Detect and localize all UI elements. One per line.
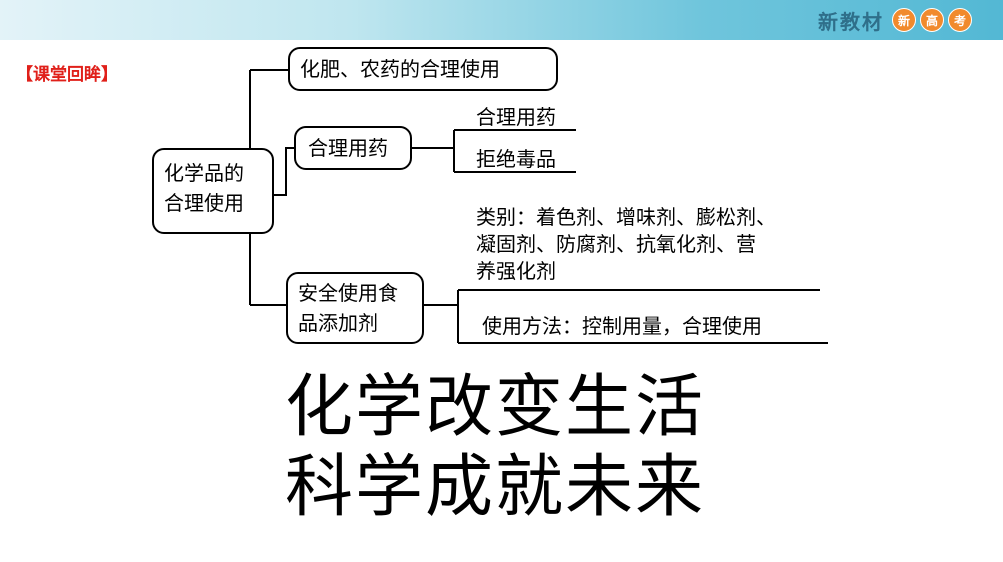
logo-badge-xin: 新	[892, 8, 916, 32]
logo-text: 新教材	[818, 9, 884, 34]
category-line-3: 养强化剂	[476, 259, 556, 283]
drugs-leaf-rational: 合理用药	[476, 105, 556, 129]
category-line-2: 凝固剂、防腐剂、抗氧化剂、营	[476, 232, 756, 256]
additives-line-1: 安全使用食	[298, 281, 398, 305]
category-line-1: 类别：着色剂、增味剂、膨松剂、	[476, 205, 776, 229]
banner-divider	[145, 40, 1003, 42]
section-tag: 【课堂回眸】	[16, 65, 118, 85]
branch-drugs-node: 合理用药	[294, 126, 412, 170]
root-line-1: 化学品的	[164, 161, 244, 185]
slogan-line-2: 科学成就未来	[285, 448, 706, 527]
top-banner	[0, 0, 1003, 40]
branch-additives-node: 安全使用食 品添加剂	[286, 272, 424, 344]
branch-fertilizer-node: 化肥、农药的合理使用	[288, 47, 558, 91]
logo-badge-kao: 考	[948, 8, 972, 32]
mindmap-root-node: 化学品的 合理使用	[152, 148, 274, 234]
logo-badge-gao: 高	[920, 8, 944, 32]
publisher-logo: 新教材 新 高 考	[818, 6, 972, 34]
additives-category: 类别：着色剂、增味剂、膨松剂、 凝固剂、防腐剂、抗氧化剂、营 养强化剂	[476, 204, 776, 285]
branch-fertilizer-label: 化肥、农药的合理使用	[300, 57, 500, 81]
slogan-line-1: 化学改变生活	[285, 368, 706, 447]
additives-method: 使用方法：控制用量，合理使用	[482, 314, 762, 338]
drugs-leaf-refuse: 拒绝毒品	[476, 147, 556, 171]
branch-drugs-label: 合理用药	[308, 136, 388, 160]
additives-line-2: 品添加剂	[298, 311, 378, 335]
root-line-2: 合理使用	[164, 191, 244, 215]
